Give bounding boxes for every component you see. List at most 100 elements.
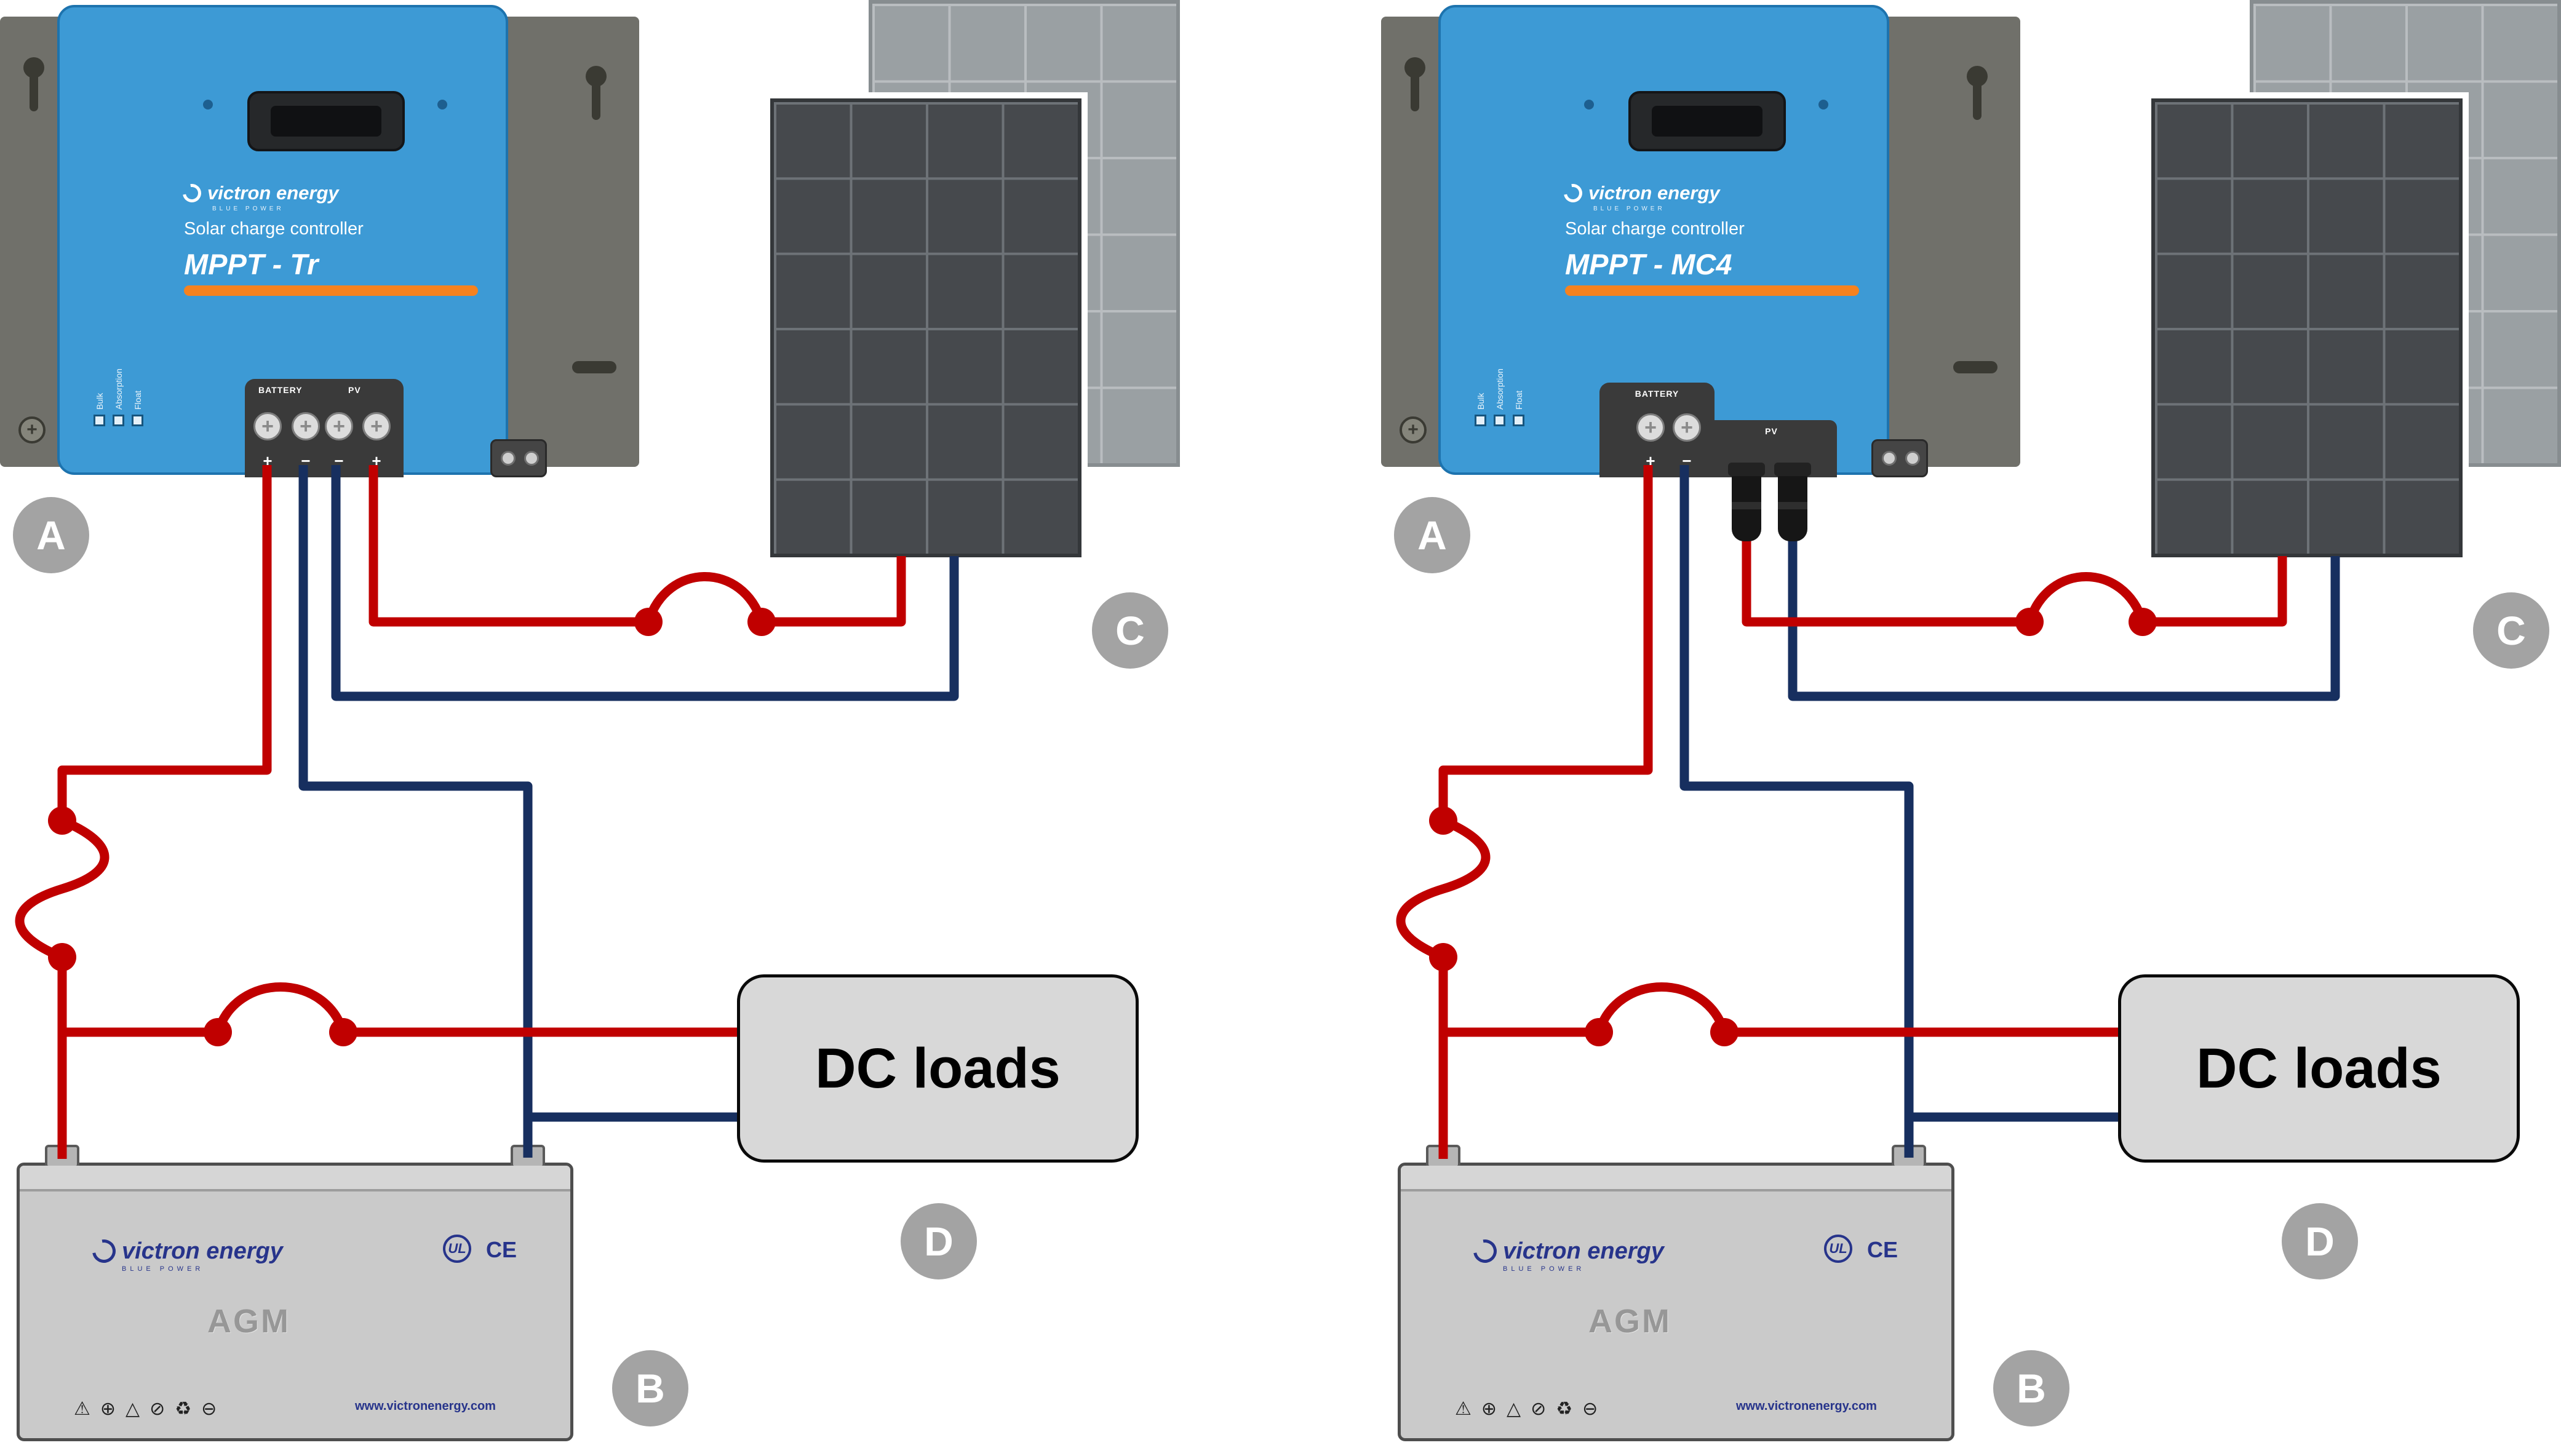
brand-text: victron energy <box>1588 182 1720 204</box>
dc-loads-label: DC loads <box>815 1036 1061 1100</box>
brand-text: victron energy <box>1503 1238 1664 1264</box>
led-square-icon <box>94 415 105 426</box>
solar-panel-front <box>2151 98 2463 557</box>
connector-screw-icon <box>1882 451 1897 466</box>
led-indicators: Bulk Absorption Float <box>94 341 143 426</box>
label-c: C <box>1092 592 1168 669</box>
victron-logo: victron energy <box>1560 180 1720 206</box>
battery-fuse-loop <box>15 816 110 961</box>
warning-icon: △ <box>125 1399 140 1419</box>
pv-positive-wire <box>2143 556 2287 627</box>
pv-positive-wire <box>1742 523 2029 627</box>
pv-positive-wire <box>762 556 906 627</box>
side-connector <box>490 439 547 477</box>
battery-fuse-loop <box>1396 816 1491 961</box>
terminal-screw-icon <box>1673 413 1701 442</box>
controller-model: MPPT - Tr <box>184 248 319 280</box>
battery-terminal-label: BATTERY <box>258 385 303 395</box>
connector-screw-icon <box>524 451 539 466</box>
led-absorption: Absorption <box>113 341 124 426</box>
ul-certification-mark: UL <box>443 1235 471 1263</box>
led-square-icon <box>1475 415 1486 426</box>
keyhole-icon <box>1967 66 1988 125</box>
controller-display <box>1628 91 1786 151</box>
solar-panel-front <box>770 98 1081 557</box>
label-a: A <box>1394 497 1470 573</box>
side-connector <box>1871 439 1928 477</box>
battery-terminal-label: BATTERY <box>1635 389 1679 399</box>
dc-loads-box: DC loads <box>2118 974 2520 1163</box>
warning-icon: ♻ <box>1556 1399 1573 1419</box>
screw-icon <box>1400 416 1427 444</box>
dc-loads-label: DC loads <box>2196 1036 2442 1100</box>
led-square-icon <box>1513 415 1524 426</box>
warning-icon: ♻ <box>175 1399 192 1419</box>
ce-certification-mark: CE <box>486 1237 517 1262</box>
keyhole-icon <box>586 66 607 125</box>
label-d: D <box>2282 1203 2358 1279</box>
keyhole-icon <box>1404 57 1425 116</box>
brand-subtext: BLUE POWER <box>1593 205 1665 212</box>
victron-logo: victron energy BLUE POWER <box>1468 1235 1664 1273</box>
agm-battery: victron energy BLUE POWER UL CE AGM ⚠ ⊕ … <box>1398 1145 1954 1441</box>
terminal-screw-icon <box>325 412 353 440</box>
charge-controller: victron energy BLUE POWER Solar charge c… <box>1438 5 1928 477</box>
bracket-slot <box>572 361 616 373</box>
pv-negative-wire <box>1788 523 2340 701</box>
screw-dot-icon <box>1584 100 1594 109</box>
brand-subtext: BLUE POWER <box>122 1265 204 1273</box>
warning-icon: ⊕ <box>1481 1399 1497 1419</box>
screw-dot-icon <box>203 100 213 109</box>
wiring-layer <box>15 465 959 1159</box>
connector-screw-icon <box>1905 451 1920 466</box>
battery-lid <box>1401 1166 1951 1191</box>
charge-controller: victron energy BLUE POWER Solar charge c… <box>57 5 547 477</box>
label-d: D <box>901 1203 977 1279</box>
led-bulk: Bulk <box>94 341 105 426</box>
screw-icon <box>18 416 46 444</box>
mppt-mc4-diagram: victron energy BLUE POWER Solar charge c… <box>1381 0 2561 1456</box>
brand-subtext: BLUE POWER <box>1503 1265 1585 1273</box>
ul-certification-mark: UL <box>1824 1235 1852 1263</box>
pv-fuse-loop <box>643 572 767 624</box>
led-square-icon <box>113 415 124 426</box>
warning-icon: ⊘ <box>149 1399 165 1419</box>
warning-icon: ⊘ <box>1531 1399 1547 1419</box>
terminal-screw-icon <box>292 412 320 440</box>
mc4-connector <box>1728 463 1765 541</box>
led-square-icon <box>1494 415 1505 426</box>
battery-url: www.victronenergy.com <box>355 1399 496 1413</box>
controller-display <box>247 91 405 151</box>
terminal-screw-icon <box>253 412 282 440</box>
led-float: Float <box>132 341 143 426</box>
pv-terminal-label: PV <box>1765 426 1778 436</box>
terminal-screw-icon <box>1636 413 1665 442</box>
orange-accent-bar <box>184 285 478 296</box>
battery-warning-icons: ⚠ ⊕ △ ⊘ ♻ ⊖ <box>1455 1398 1598 1420</box>
battery-negative-wire <box>1679 465 1914 1158</box>
led-indicators: Bulk Absorption Float <box>1475 341 1524 426</box>
controller-subtitle: Solar charge controller <box>1565 219 1745 239</box>
bracket-slot <box>1953 361 1997 373</box>
label-a: A <box>13 497 89 573</box>
wiring-layer <box>1396 465 2340 1159</box>
agm-battery: victron energy BLUE POWER UL CE AGM ⚠ ⊕ … <box>17 1145 573 1441</box>
label-b: B <box>612 1350 688 1426</box>
battery-type-label: AGM <box>207 1303 290 1340</box>
battery-url: www.victronenergy.com <box>1736 1399 1877 1413</box>
dc-loads-box: DC loads <box>737 974 1139 1163</box>
battery-positive-wire <box>1438 465 1653 821</box>
battery-lid <box>20 1166 570 1191</box>
dc-loads-fuse-loop <box>1594 982 1729 1034</box>
controller-model: MPPT - MC4 <box>1565 248 1732 280</box>
connector-screw-icon <box>501 451 516 466</box>
negative-wires <box>1679 465 2340 1158</box>
negative-wires <box>298 465 959 1158</box>
battery-negative-wire <box>298 465 533 1158</box>
ce-certification-mark: CE <box>1867 1237 1898 1262</box>
positive-wires <box>15 465 906 1159</box>
label-b: B <box>1993 1350 2069 1426</box>
screw-dot-icon <box>1818 100 1828 109</box>
pv-negative-wire <box>331 465 959 701</box>
battery-type-label: AGM <box>1588 1303 1671 1340</box>
